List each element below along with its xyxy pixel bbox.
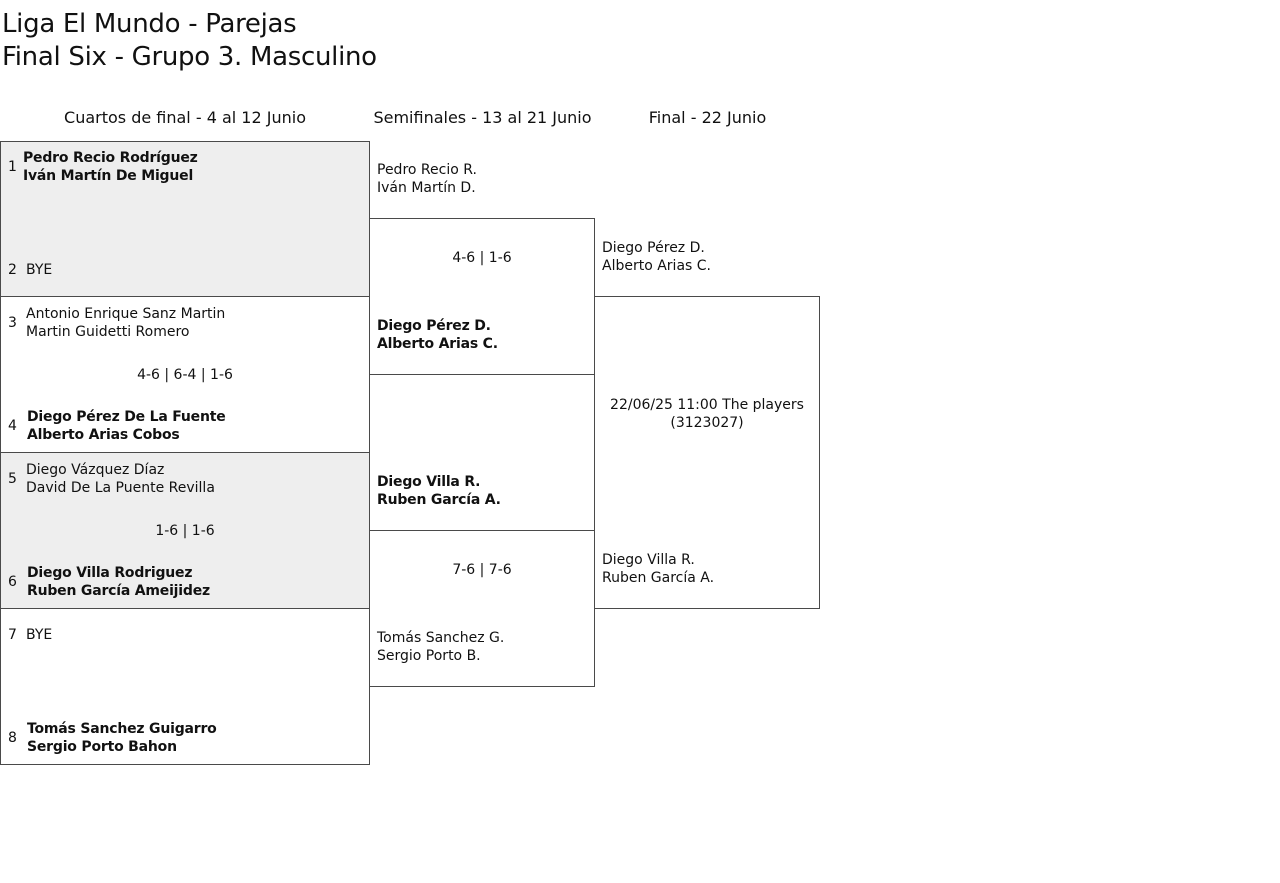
final-match[interactable]: 22/06/25 11:00 The players (3123027) Die… <box>594 296 820 609</box>
team-entry[interactable]: Diego Villa R. Ruben García A. <box>602 551 714 587</box>
team-entry[interactable]: Antonio Enrique Sanz Martin Martin Guide… <box>26 305 225 341</box>
semifinal-match-1[interactable]: 4-6 | 1-6 Diego Pérez D. Alberto Arias C… <box>369 218 595 375</box>
player-name: Martin Guidetti Romero <box>26 324 190 340</box>
player-name: Pedro Recio Rodríguez <box>23 150 198 166</box>
team-entry[interactable]: Pedro Recio Rodríguez Iván Martín De Mig… <box>23 149 198 185</box>
player-name: Ruben García A. <box>377 492 501 508</box>
team-entry[interactable]: Tomás Sanchez Guigarro Sergio Porto Baho… <box>27 720 217 756</box>
player-name: Alberto Arias C. <box>377 336 498 352</box>
team-entry[interactable]: Diego Villa Rodriguez Ruben García Ameij… <box>27 564 210 600</box>
player-name: Diego Pérez De La Fuente <box>27 409 226 425</box>
team-entry[interactable]: Tomás Sanchez G. Sergio Porto B. <box>377 629 504 665</box>
seed-number: 2 <box>8 262 17 278</box>
player-name: BYE <box>26 262 53 278</box>
team-entry[interactable]: Diego Pérez D. Alberto Arias C. <box>602 239 711 275</box>
match-datetime-venue: 22/06/25 11:00 The players <box>610 397 804 413</box>
team-entry[interactable]: Diego Pérez D. Alberto Arias C. <box>377 317 498 353</box>
player-name: BYE <box>26 627 53 643</box>
round-header-final: Final - 22 Junio <box>648 108 767 127</box>
team-entry[interactable]: Diego Pérez De La Fuente Alberto Arias C… <box>27 408 226 444</box>
player-name: Tomás Sanchez G. <box>377 630 505 646</box>
match-id: (3123027) <box>670 415 744 431</box>
player-name: Antonio Enrique Sanz Martin <box>26 306 226 322</box>
match-score: 7-6 | 7-6 <box>452 562 512 578</box>
seed-number: 7 <box>8 627 17 643</box>
semifinal-match-2[interactable]: 7-6 | 7-6 Tomás Sanchez G. Sergio Porto … <box>369 530 595 687</box>
player-name: Iván Martín D. <box>377 180 476 196</box>
team-entry[interactable]: BYE <box>26 626 52 644</box>
player-name: Alberto Arias Cobos <box>27 427 180 443</box>
player-name: Diego Vázquez Díaz <box>26 462 165 478</box>
player-name: Alberto Arias C. <box>602 258 711 274</box>
round-header-semifinals: Semifinales - 13 al 21 Junio <box>373 108 592 127</box>
seed-number: 3 <box>8 315 17 331</box>
player-name: Diego Villa Rodriguez <box>27 565 193 581</box>
page-subtitle: Final Six - Grupo 3. Masculino <box>2 42 377 72</box>
team-entry[interactable]: Diego Villa R. Ruben García A. <box>377 473 501 509</box>
quarterfinal-match-2[interactable]: 3 Antonio Enrique Sanz Martin Martin Gui… <box>0 296 370 453</box>
match-schedule: 22/06/25 11:00 The players (3123027) <box>595 396 819 432</box>
player-name: Ruben García A. <box>602 570 715 586</box>
player-name: Ruben García Ameijidez <box>27 583 210 599</box>
player-name: Iván Martín De Miguel <box>23 168 194 184</box>
seed-number: 6 <box>8 574 17 590</box>
seed-number: 8 <box>8 730 17 746</box>
quarterfinal-match-1[interactable]: 1 Pedro Recio Rodríguez Iván Martín De M… <box>0 141 370 297</box>
player-name: Tomás Sanchez Guigarro <box>27 721 217 737</box>
player-name: Sergio Porto Bahon <box>27 739 177 755</box>
team-entry[interactable]: Diego Vázquez Díaz David De La Puente Re… <box>26 461 215 497</box>
match-score: 4-6 | 1-6 <box>452 250 512 266</box>
match-score: 1-6 | 1-6 <box>155 523 215 539</box>
quarterfinal-match-4[interactable]: 7 BYE 8 Tomás Sanchez Guigarro Sergio Po… <box>0 608 370 765</box>
player-name: Pedro Recio R. <box>377 162 477 178</box>
player-name: Diego Villa R. <box>377 474 481 490</box>
match-score: 4-6 | 6-4 | 1-6 <box>137 367 233 383</box>
team-entry[interactable]: BYE <box>26 261 52 279</box>
round-header-quarterfinals: Cuartos de final - 4 al 12 Junio <box>64 108 306 127</box>
player-name: Sergio Porto B. <box>377 648 481 664</box>
seed-number: 1 <box>8 159 17 175</box>
seed-number: 4 <box>8 418 17 434</box>
player-name: Diego Villa R. <box>602 552 695 568</box>
team-entry[interactable]: Pedro Recio R. Iván Martín D. <box>377 161 477 197</box>
player-name: Diego Pérez D. <box>602 240 705 256</box>
seed-number: 5 <box>8 471 17 487</box>
quarterfinal-match-3[interactable]: 5 Diego Vázquez Díaz David De La Puente … <box>0 452 370 609</box>
page-title: Liga El Mundo - Parejas <box>2 9 297 39</box>
player-name: Diego Pérez D. <box>377 318 491 334</box>
player-name: David De La Puente Revilla <box>26 480 215 496</box>
